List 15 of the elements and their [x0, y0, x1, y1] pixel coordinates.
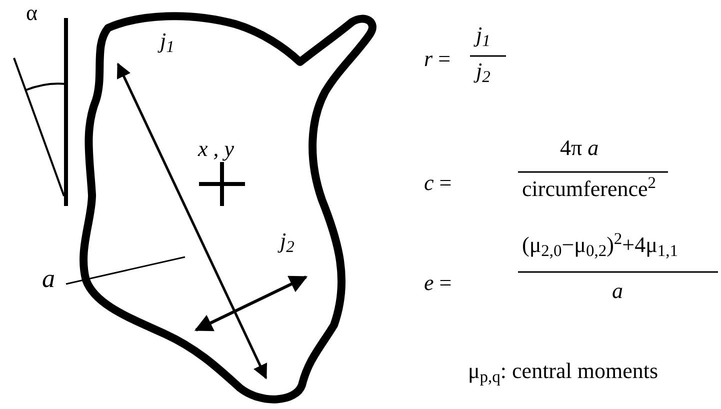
formula-text: 4π a	[560, 137, 599, 159]
formula-text: a	[612, 280, 623, 302]
formula-text: circumference$^{2}$	[522, 178, 656, 200]
area-label: a	[42, 266, 55, 292]
formula-text: c =	[424, 172, 452, 194]
formula-text: x , y	[198, 138, 234, 160]
formula-text: j$_{1}$	[160, 30, 174, 52]
formula-text: j$_{1}$	[476, 24, 490, 46]
formula-text: (μ$_{2,0}$−μ$_{0,2}$)$^{2}$+4μ$_{1,1}$	[522, 234, 678, 256]
formula-text: r =	[424, 48, 450, 70]
formula-text: j$_{2}$	[476, 60, 490, 82]
blob-outline	[80, 12, 376, 404]
formula-text: α	[26, 2, 38, 24]
formula-text: e =	[424, 272, 452, 294]
formula-text: j$_{2}$	[280, 230, 294, 252]
